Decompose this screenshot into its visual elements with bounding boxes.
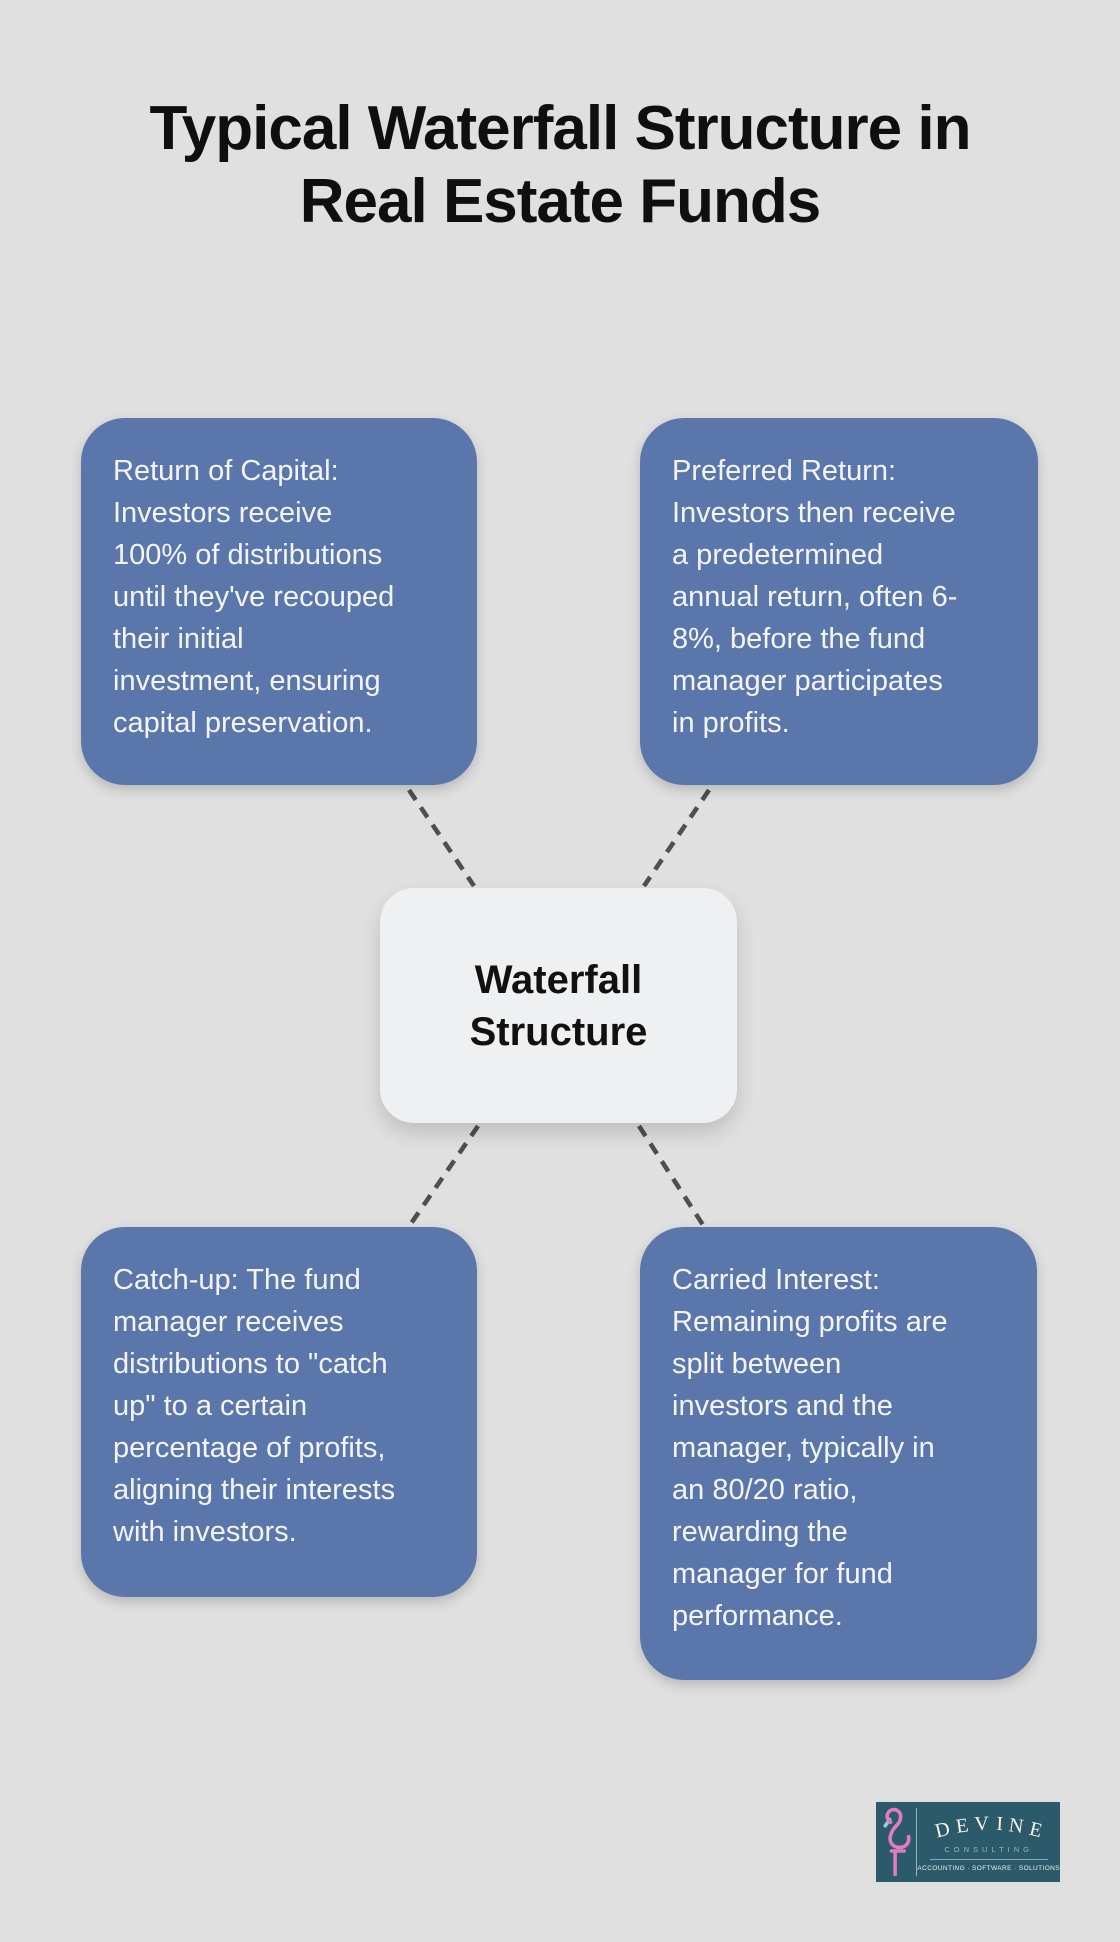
connector-bottom-right (637, 1124, 705, 1227)
logo-services: ACCOUNTING · SOFTWARE · SOLUTIONS (917, 1865, 1060, 1872)
page-title: Typical Waterfall Structure in Real Esta… (149, 94, 972, 237)
center-node-waterfall-structure: Waterfall Structure (380, 888, 737, 1123)
node-preferred-return: Preferred Return: Investors then receive… (640, 418, 1038, 785)
connector-top-right (642, 788, 711, 888)
connector-bottom-left (408, 1124, 480, 1227)
connector-top-left (407, 788, 476, 888)
logo-rule (929, 1859, 1048, 1860)
logo-divider (916, 1808, 918, 1876)
flamingo-icon (876, 1802, 916, 1882)
node-carried-interest: Carried Interest: Remaining profits are … (640, 1227, 1037, 1680)
logo-tagline: CONSULTING (944, 1845, 1033, 1854)
node-return-of-capital: Return of Capital: Investors receive 100… (81, 418, 477, 785)
node-catch-up: Catch-up: The fund manager receives dist… (81, 1227, 477, 1597)
